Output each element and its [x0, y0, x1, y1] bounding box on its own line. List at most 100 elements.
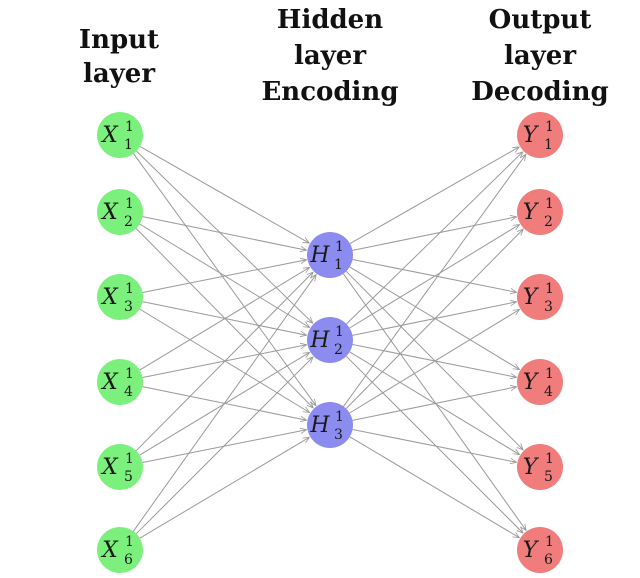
output-node-circle [517, 189, 563, 235]
hidden-node-subscript: 3 [334, 427, 343, 443]
output-node-subscript: 6 [544, 552, 553, 568]
edge-x1-h1 [139, 145, 309, 243]
output-title-line-2: layer [504, 41, 576, 71]
hidden-node-subscript: 1 [334, 257, 343, 273]
input-layer-title: Input layer [79, 25, 159, 89]
hidden-node-symbol: H [309, 243, 330, 268]
edge-h3-y4 [352, 387, 517, 421]
input-node-subscript: 1 [124, 137, 133, 153]
hidden-node-symbol: H [309, 328, 330, 353]
edge-x2-h1 [142, 216, 307, 251]
edge-x6-h2 [135, 357, 313, 535]
output-node-superscript: 1 [545, 281, 554, 297]
hidden-layer-title: Hidden layer Encoding [261, 5, 398, 107]
input-node-circle [97, 359, 143, 405]
output-node-circle [517, 359, 563, 405]
input-node-subscript: 4 [124, 384, 133, 400]
output-node-symbol: Y [523, 370, 540, 395]
edge-x6-h3 [139, 437, 310, 539]
input-node-superscript: 1 [125, 366, 134, 382]
output-node-circle [517, 274, 563, 320]
output-node-superscript: 1 [545, 366, 554, 382]
output-node-symbol: Y [523, 200, 540, 225]
output-node-circle [517, 444, 563, 490]
output-title-line-3: Decoding [471, 77, 608, 107]
input-node-symbol: X [100, 370, 119, 395]
hidden-node-superscript: 1 [335, 324, 344, 340]
input-title-line-2: layer [83, 59, 155, 89]
output-node-subscript: 3 [544, 299, 553, 315]
edge-h2-y2 [349, 225, 520, 329]
input-node-superscript: 1 [125, 119, 134, 135]
edge-h3-y3 [349, 310, 520, 414]
input-node-circle [97, 189, 143, 235]
input-node-symbol: X [100, 455, 119, 480]
input-node-symbol: X [100, 123, 119, 148]
output-node-symbol: Y [523, 455, 540, 480]
edge-h1-y1 [349, 147, 519, 245]
output-node-subscript: 2 [544, 214, 553, 230]
edge-h3-y2 [345, 229, 523, 409]
edge-h1-y6 [342, 273, 526, 531]
output-layer-title: Output layer Decoding [471, 5, 608, 107]
edge-x1-h3 [133, 153, 316, 406]
input-node-superscript: 1 [125, 534, 134, 550]
output-node-superscript: 1 [545, 534, 554, 550]
edge-h3-y5 [352, 429, 517, 463]
input-node-circle [97, 527, 143, 573]
output-node-symbol: Y [523, 538, 540, 563]
input-node-subscript: 2 [124, 214, 133, 230]
edge-x5-h1 [135, 272, 313, 452]
edge-h2-y6 [345, 355, 523, 533]
edge-x1-h2 [136, 150, 313, 323]
output-node-symbol: Y [523, 123, 540, 148]
input-node-subscript: 5 [124, 469, 133, 485]
edge-h3-y6 [349, 436, 520, 538]
output-node-symbol: Y [523, 285, 540, 310]
edge-h3-y1 [343, 154, 526, 407]
hidden-node-circle [307, 317, 353, 363]
hidden-title-line-2: layer [294, 41, 366, 71]
input-node-superscript: 1 [125, 281, 134, 297]
input-node-superscript: 1 [125, 196, 134, 212]
output-node-subscript: 4 [544, 384, 553, 400]
hidden-node-circle [307, 232, 353, 278]
edge-h1-y2 [352, 217, 517, 251]
input-node-circle [97, 444, 143, 490]
output-node-subscript: 1 [544, 137, 553, 153]
input-node-subscript: 3 [124, 299, 133, 315]
output-node-circle [517, 527, 563, 573]
input-node-symbol: X [100, 285, 119, 310]
hidden-node-superscript: 1 [335, 239, 344, 255]
input-title-line-1: Input [79, 25, 159, 55]
output-node-superscript: 1 [545, 196, 554, 212]
output-title-line-1: Output [489, 5, 592, 35]
hidden-node-superscript: 1 [335, 409, 344, 425]
input-node-subscript: 6 [124, 552, 133, 568]
output-node-superscript: 1 [545, 119, 554, 135]
input-node-symbol: X [100, 200, 119, 225]
output-node-subscript: 5 [544, 469, 553, 485]
hidden-title-line-3: Encoding [261, 77, 398, 107]
hidden-node-circle [307, 402, 353, 448]
edge-x4-h1 [139, 267, 310, 371]
hidden-node-symbol: H [309, 413, 330, 438]
input-node-superscript: 1 [125, 451, 134, 467]
edge-h2-y1 [346, 152, 523, 325]
edge-x6-h1 [132, 275, 316, 532]
edges [132, 145, 526, 539]
